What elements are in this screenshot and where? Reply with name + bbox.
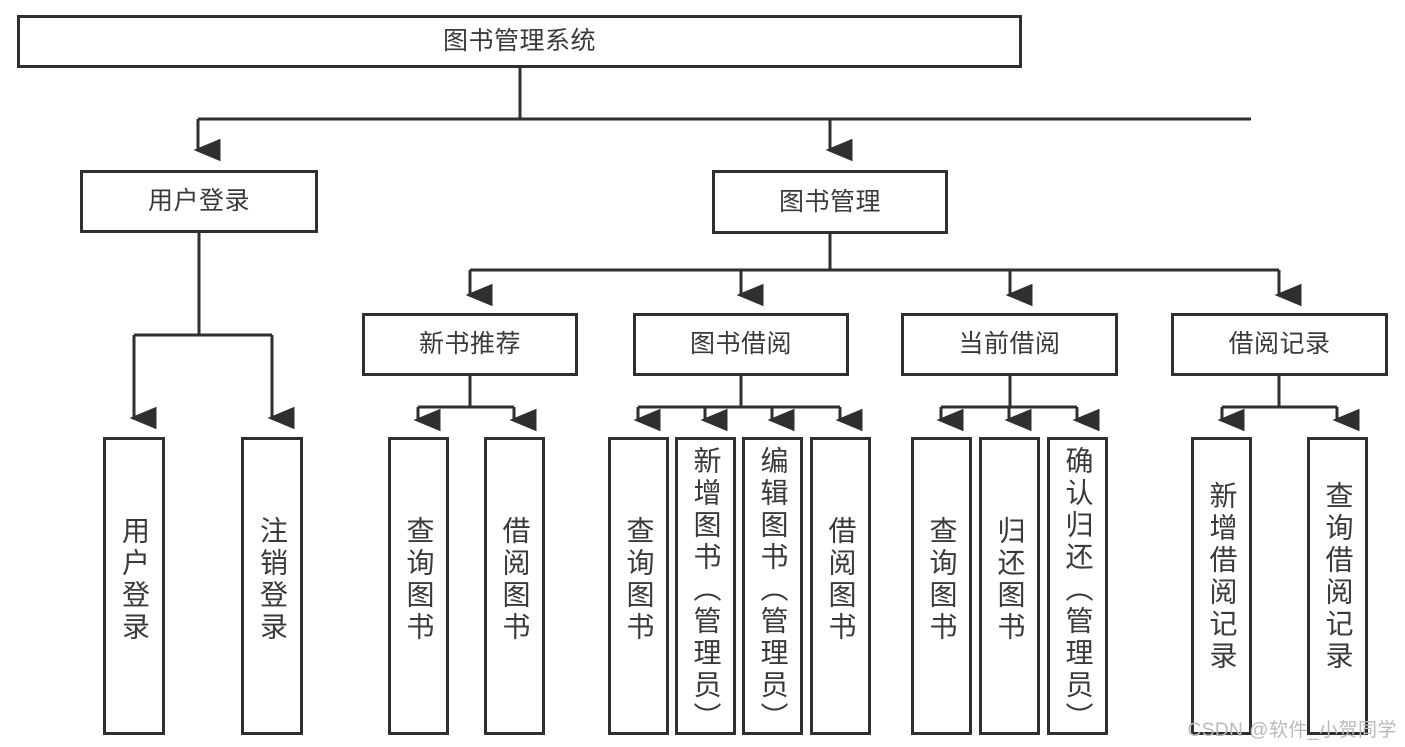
node-label: 新增借阅记录 [1206, 481, 1238, 673]
node-label: 查询图书 [403, 516, 435, 644]
node-label: 用户登录 [147, 187, 250, 216]
node-label: 图书借阅 [689, 330, 792, 359]
node-new-book-recommend[interactable]: 新书推荐 [362, 313, 578, 376]
leaf-add-borrow-record[interactable]: 新增借阅记录 [1191, 437, 1252, 735]
leaf-query-book-current[interactable]: 查询图书 [911, 437, 972, 735]
leaf-add-book-admin[interactable]: 新增图书（管理员） [675, 437, 736, 735]
leaf-borrow-book[interactable]: 借阅图书 [810, 437, 871, 735]
node-label: 借阅图书 [499, 516, 531, 644]
leaf-query-book-recommend[interactable]: 查询图书 [388, 437, 449, 735]
node-label: 借阅记录 [1228, 330, 1331, 359]
node-label: 查询图书 [926, 516, 958, 644]
node-user-login[interactable]: 用户登录 [80, 170, 318, 233]
leaf-query-borrow-record[interactable]: 查询借阅记录 [1307, 437, 1368, 735]
leaf-query-book-borrow[interactable]: 查询图书 [608, 437, 669, 735]
node-book-borrow[interactable]: 图书借阅 [633, 313, 849, 376]
node-label: 查询图书 [623, 516, 655, 644]
node-label: 归还图书 [994, 516, 1026, 644]
leaf-edit-book-admin[interactable]: 编辑图书（管理员） [742, 437, 803, 735]
node-label: 用户登录 [119, 516, 150, 644]
node-label: 注销登录 [257, 516, 288, 644]
node-label: 当前借阅 [958, 330, 1061, 359]
node-label: 图书管理 [778, 187, 881, 216]
node-label: 新增图书（管理员） [690, 446, 722, 734]
node-label: 借阅图书 [825, 516, 857, 644]
node-current-borrow[interactable]: 当前借阅 [901, 313, 1118, 376]
node-label: 新书推荐 [418, 330, 521, 359]
leaf-logout[interactable]: 注销登录 [241, 437, 303, 735]
leaf-confirm-return-admin[interactable]: 确认归还（管理员） [1047, 437, 1108, 735]
node-label: 图书管理系统 [442, 27, 596, 56]
leaf-user-login[interactable]: 用户登录 [103, 437, 165, 735]
node-label: 查询借阅记录 [1322, 481, 1354, 673]
node-root-system[interactable]: 图书管理系统 [17, 15, 1022, 68]
leaf-borrow-book-recommend[interactable]: 借阅图书 [484, 437, 545, 735]
leaf-return-book[interactable]: 归还图书 [979, 437, 1040, 735]
node-borrow-record[interactable]: 借阅记录 [1171, 313, 1388, 376]
node-label: 确认归还（管理员） [1062, 446, 1094, 734]
node-label: 编辑图书（管理员） [757, 446, 789, 734]
node-book-management[interactable]: 图书管理 [712, 170, 948, 234]
